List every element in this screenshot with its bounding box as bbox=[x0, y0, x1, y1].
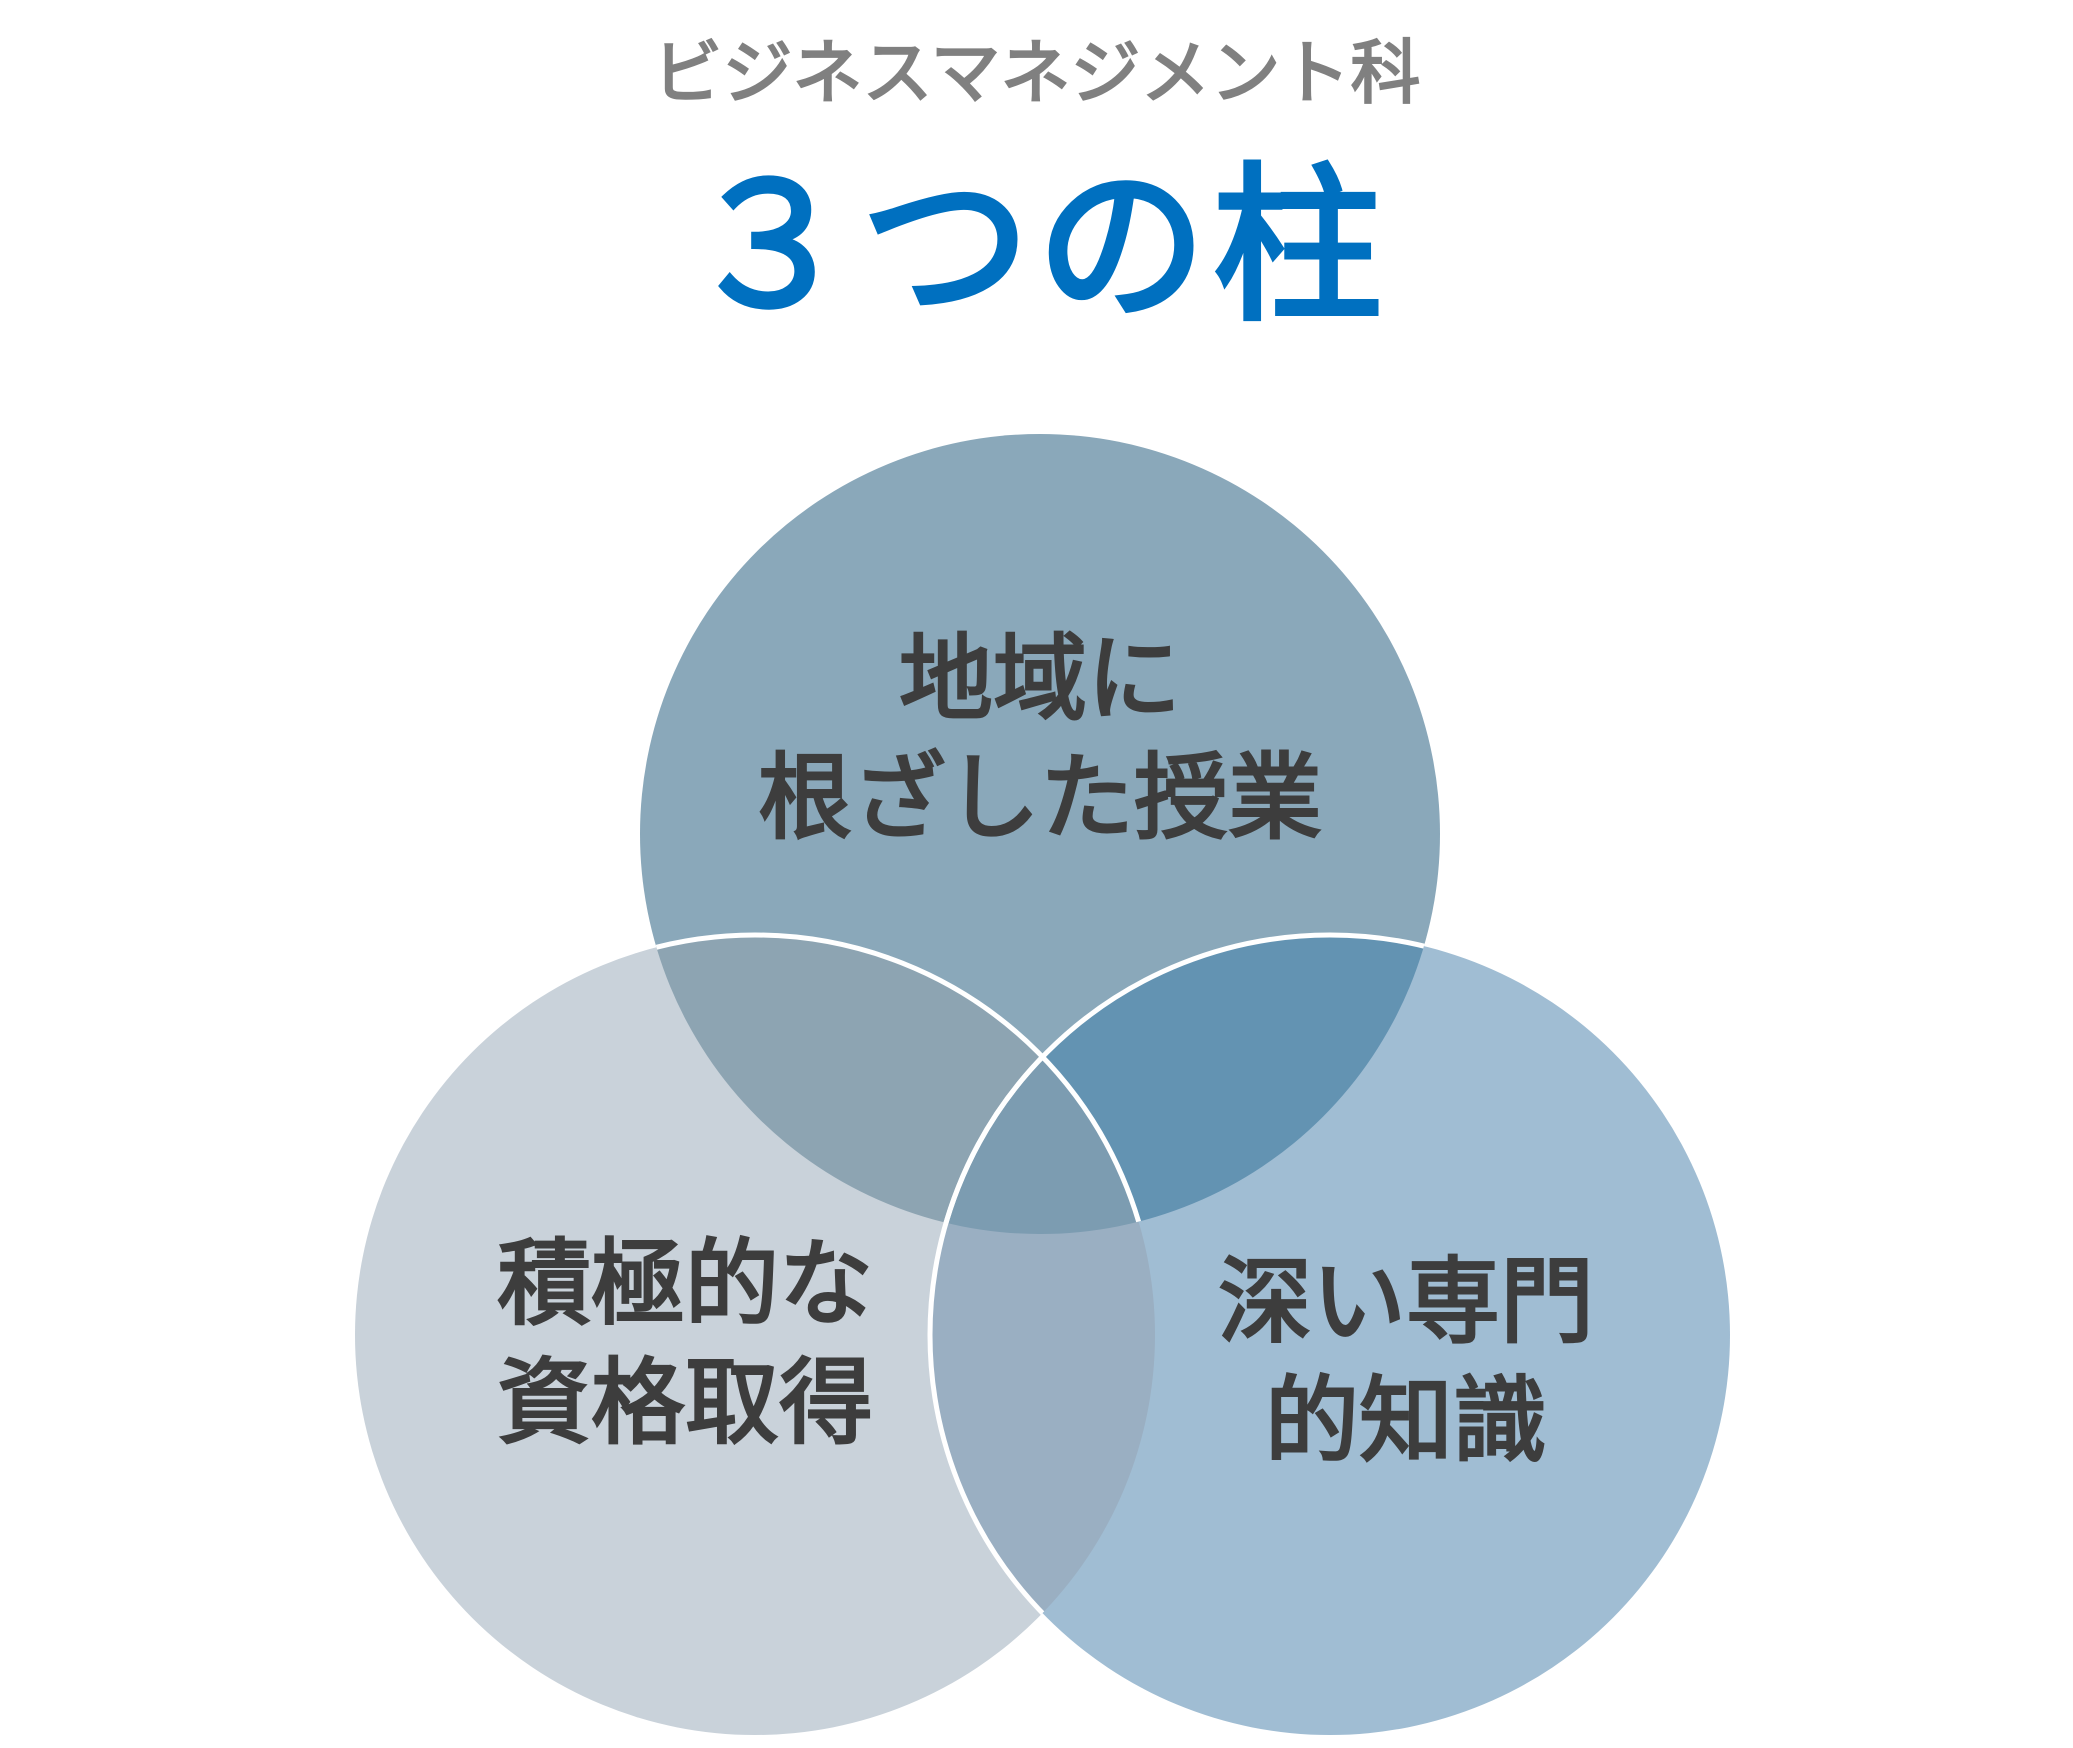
overlap-top-right bbox=[930, 935, 1440, 1234]
outline-right-in-top bbox=[927, 932, 1440, 1234]
overlap-top-left bbox=[640, 935, 1155, 1234]
label-line: 地域に bbox=[898, 625, 1181, 734]
label-certification: 積極的な 資格取得 bbox=[385, 1225, 985, 1464]
label-line: 根ざした授業 bbox=[757, 744, 1322, 854]
subtitle: ビジネスマネジメント科 bbox=[652, 32, 1421, 114]
label-line: 深い専門 bbox=[1217, 1248, 1594, 1357]
label-local-classes: 地域に 根ざした授業 bbox=[740, 620, 1340, 859]
outline-left-in-top bbox=[640, 932, 1158, 1234]
label-expertise: 深い専門 的知識 bbox=[1106, 1243, 1706, 1482]
label-line: 資格取得 bbox=[496, 1349, 873, 1459]
page-title: ３つの柱 bbox=[684, 148, 1389, 346]
outline-right-in-left bbox=[927, 935, 1155, 1735]
label-line: 的知識 bbox=[1264, 1367, 1547, 1477]
label-line: 積極的な bbox=[496, 1230, 873, 1339]
